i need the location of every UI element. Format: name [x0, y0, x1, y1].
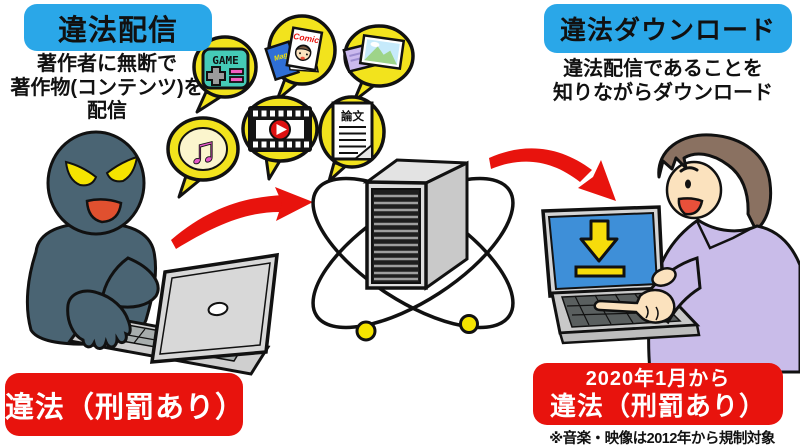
downloader-eyebrow [679, 166, 699, 173]
downloader-eye [685, 179, 691, 189]
server-vents [371, 188, 421, 284]
left-description-line3: 配信 [87, 100, 127, 123]
left-title: 違法配信 [57, 14, 178, 47]
bubble-paper: 論文 [318, 95, 386, 183]
upload-arrow [171, 187, 313, 249]
bubble-video [241, 95, 319, 181]
arrowhead [578, 160, 616, 201]
laptop-logo [207, 301, 229, 317]
music-icon: ♫ [178, 127, 228, 172]
svg-text:Mag: Mag [273, 52, 289, 63]
bubble-game: GAME [192, 35, 258, 114]
arrowhead [275, 187, 313, 221]
downloader-far-hand [651, 267, 677, 287]
left-verdict-badge: 違法（刑罰あり） [5, 373, 246, 436]
svg-text:♫: ♫ [189, 130, 218, 172]
uploader-hand [66, 289, 132, 350]
bubble-photos [342, 24, 415, 103]
left-description-line2: 著作物(コンテンツ)を [10, 76, 204, 99]
server [311, 158, 515, 342]
download-arrow [489, 148, 616, 201]
left-description-line1: 著作者に無断で [37, 53, 177, 75]
left-title-badge: 違法配信 [24, 4, 212, 51]
downloader-mouth [677, 197, 704, 216]
laptop-front-edge [558, 323, 701, 345]
content-bubbles: GAME Mag Comi [166, 14, 415, 199]
bubble-comic: Mag Comic [264, 14, 337, 102]
uploader-left-eye [64, 160, 98, 187]
downloader-hand [593, 288, 676, 324]
video-icon [248, 106, 312, 152]
uploader-right-eye [105, 155, 139, 183]
comic-icon: Mag Comic [264, 26, 324, 82]
footnote: ※音楽・映像は2012年から規制対象 [549, 431, 775, 445]
right-description-line1: 違法配信であることを [563, 58, 763, 80]
svg-text:論文: 論文 [341, 109, 364, 123]
uploader-figure [25, 130, 160, 346]
right-verdict-badge: 2020年1月から 違法（刑罰あり） [533, 363, 783, 425]
left-description: 著作者に無断で 著作物(コンテンツ)を 配信 [0, 53, 214, 124]
right-description: 違法配信であることを 知りながらダウンロード [533, 58, 793, 105]
paper-icon: 論文 [331, 101, 374, 161]
downloader-figure [647, 133, 800, 374]
collar [695, 220, 753, 250]
right-title-badge: 違法ダウンロード [544, 4, 792, 53]
right-verdict-line2: 違法（刑罰あり） [549, 391, 766, 421]
svg-text:GAME: GAME [212, 54, 239, 67]
orbit-node [355, 320, 377, 342]
download-icon [579, 219, 619, 263]
orbit-node [459, 314, 479, 334]
game-icon: GAME [201, 47, 250, 90]
bubble-music: ♫ [166, 116, 240, 199]
svg-text:Comic: Comic [293, 31, 321, 45]
uploader-arm [100, 256, 160, 309]
uploader-laptop [66, 252, 279, 376]
right-verdict-line1: 2020年1月から [585, 368, 731, 390]
right-description-line2: 知りながらダウンロード [553, 81, 773, 104]
downloader-hair [657, 133, 773, 232]
download-bar [574, 265, 626, 278]
downloader-laptop [541, 205, 702, 345]
server-side [424, 160, 469, 291]
left-verdict: 違法（刑罰あり） [5, 391, 246, 424]
uploader-mouth [85, 198, 123, 224]
right-title: 違法ダウンロード [559, 15, 776, 45]
photos-icon [342, 33, 406, 74]
